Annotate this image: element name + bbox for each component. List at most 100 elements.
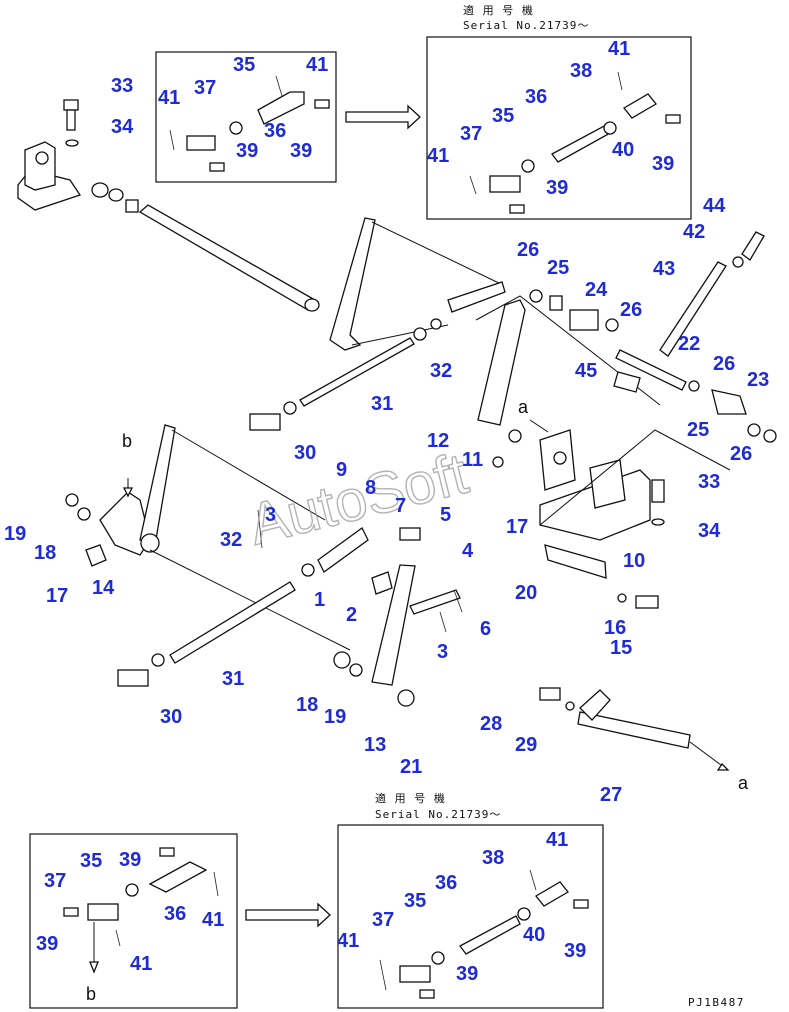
shaft-end [304, 298, 320, 312]
part-callout-c31a: 31 [371, 393, 393, 415]
part-callout-c4: 4 [462, 540, 474, 562]
part-callout-c42: 42 [683, 221, 705, 243]
nut-26-a [529, 289, 543, 303]
part-callout-c21: 21 [400, 756, 422, 778]
bracket-10-ear-right [589, 459, 626, 509]
rod-end-36-c [148, 861, 208, 893]
bush-21 [397, 689, 415, 707]
block-30-upper [249, 413, 281, 431]
part-callout-c29: 29 [515, 734, 537, 756]
block-37-d [399, 965, 431, 983]
part-callout-c27: 27 [600, 784, 622, 806]
nut-42 [732, 256, 744, 268]
block-37-b [489, 175, 521, 193]
inset-box-top-right [426, 36, 692, 220]
part-callout-c5: 5 [440, 504, 451, 526]
part-callout-c25a: 25 [547, 257, 569, 279]
part-callout-c41h: 41 [337, 930, 359, 952]
nut-19-a [65, 493, 79, 507]
part-callout-c39a: 39 [236, 140, 258, 162]
lever-13 [371, 564, 416, 686]
part-callout-c44: 44 [703, 195, 726, 217]
rod-31-lower [169, 581, 296, 664]
clip-45 [613, 371, 641, 393]
nut-32-lower [301, 563, 315, 577]
part-callout-c40a: 40 [612, 139, 634, 161]
lever-upper [329, 217, 376, 351]
bolt-33-top [63, 99, 79, 131]
bracket-10-hole [553, 451, 567, 465]
part-callout-c24: 24 [585, 279, 608, 301]
nut-19-b [349, 663, 363, 677]
rod-22 [615, 349, 687, 391]
part-callout-c15: 15 [610, 637, 632, 659]
part-callout-c37b: 37 [460, 123, 482, 145]
part-callout-c36c: 36 [164, 903, 186, 925]
part-callout-c33b: 33 [698, 471, 720, 493]
inset-box-bottom-left [29, 833, 238, 1009]
part-callout-c37d: 37 [372, 909, 394, 931]
arrow-right-top [345, 104, 421, 130]
part-callout-c17a: 17 [506, 516, 528, 538]
arrow-line-a [689, 741, 726, 769]
rod-36-d [459, 915, 521, 955]
part-callout-c12: 12 [427, 430, 449, 452]
part-callout-c41f: 41 [130, 953, 152, 975]
bolt-15 [635, 595, 659, 609]
part-callout-c32b: 32 [220, 529, 242, 551]
part-callout-c34b: 34 [698, 520, 721, 542]
plate-4 [409, 589, 461, 615]
pins-3-6 [257, 509, 463, 633]
arrow-line-a-upper [529, 419, 549, 433]
nut-30-upper [283, 401, 297, 415]
part-callout-c32a: 32 [430, 360, 452, 382]
block-37-a [186, 135, 216, 151]
washer-34-top [65, 139, 79, 147]
lever-14 [139, 424, 176, 546]
part-callout-c43: 43 [653, 258, 675, 280]
washer-29 [565, 701, 575, 711]
part-callout-c8: 8 [365, 477, 376, 499]
pins-41-a [169, 75, 283, 151]
block-37-c [87, 903, 119, 921]
arrowhead-a [716, 762, 730, 771]
part-callout-c13: 13 [364, 734, 386, 756]
part-callout-c19b: 19 [324, 706, 346, 728]
part-callout-c6: 6 [480, 618, 491, 640]
nut-30-lower [151, 653, 165, 667]
serial-header-bottom-jp: 適 用 号 機 [375, 791, 446, 805]
ghost-lines-upper [351, 221, 504, 346]
nut-26-c [688, 380, 700, 392]
part-callout-c37a: 37 [194, 77, 216, 99]
part-callout-c39c: 39 [546, 177, 568, 199]
part-callout-c26c: 26 [713, 353, 735, 375]
letter-b-lower: b [86, 984, 96, 1004]
bolt-39-c [509, 204, 525, 214]
part-callout-c39e: 39 [119, 849, 141, 871]
bolt-39-h [573, 899, 589, 909]
drawing-code: PJ1B487 [688, 996, 745, 1009]
part-callout-c41d: 41 [427, 145, 449, 167]
pedal-shaft-27 [577, 711, 691, 749]
part-callout-c39h: 39 [564, 940, 586, 962]
part-callout-c39f: 39 [36, 933, 58, 955]
part-callout-c30b: 30 [160, 706, 182, 728]
part-callout-c19a: 19 [4, 523, 26, 545]
bolt-39-b [314, 99, 330, 109]
part-callout-c28: 28 [480, 713, 502, 735]
pin-20 [544, 544, 607, 579]
part-callout-c33a: 33 [111, 75, 133, 97]
part-callout-c17b: 17 [46, 585, 68, 607]
part-callout-c37c: 37 [44, 870, 66, 892]
bolt-39-a [209, 162, 225, 172]
rod-end-44 [741, 231, 765, 261]
part-callout-c38a: 38 [570, 60, 592, 82]
nut-35-a [229, 121, 243, 135]
bush-18-b [333, 651, 351, 669]
part-callout-c41g: 41 [546, 829, 568, 851]
inset-box-top-left [155, 51, 337, 183]
washer-16 [617, 593, 627, 603]
part-callout-c3a: 3 [265, 504, 276, 526]
clevis-40-b [535, 881, 569, 907]
